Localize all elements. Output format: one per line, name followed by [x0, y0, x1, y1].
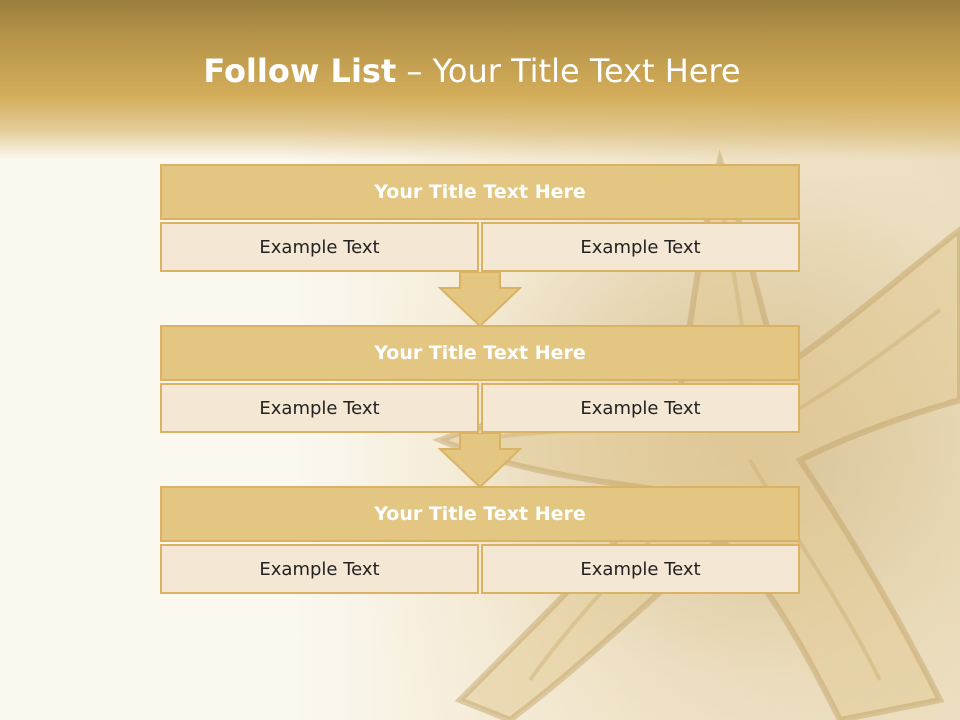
list-block-1: Your Title Text Here Example Text Exampl…: [160, 164, 800, 272]
block-cell-right: Example Text: [481, 383, 800, 433]
block-cell-left: Example Text: [160, 222, 479, 272]
header-band: [0, 0, 960, 160]
block-cell-right: Example Text: [481, 544, 800, 594]
slide-title: Follow List – Your Title Text Here: [0, 52, 944, 90]
slide-title-rest: – Your Title Text Here: [396, 52, 741, 90]
block-title: Your Title Text Here: [160, 325, 800, 381]
block-title: Your Title Text Here: [160, 486, 800, 542]
slide-title-bold: Follow List: [203, 52, 397, 90]
list-block-3: Your Title Text Here Example Text Exampl…: [160, 486, 800, 594]
list-block-2: Your Title Text Here Example Text Exampl…: [160, 325, 800, 433]
block-cell-left: Example Text: [160, 544, 479, 594]
down-arrow-2: [438, 433, 522, 489]
down-arrow-1: [438, 272, 522, 328]
block-title: Your Title Text Here: [160, 164, 800, 220]
block-cell-right: Example Text: [481, 222, 800, 272]
block-cell-left: Example Text: [160, 383, 479, 433]
